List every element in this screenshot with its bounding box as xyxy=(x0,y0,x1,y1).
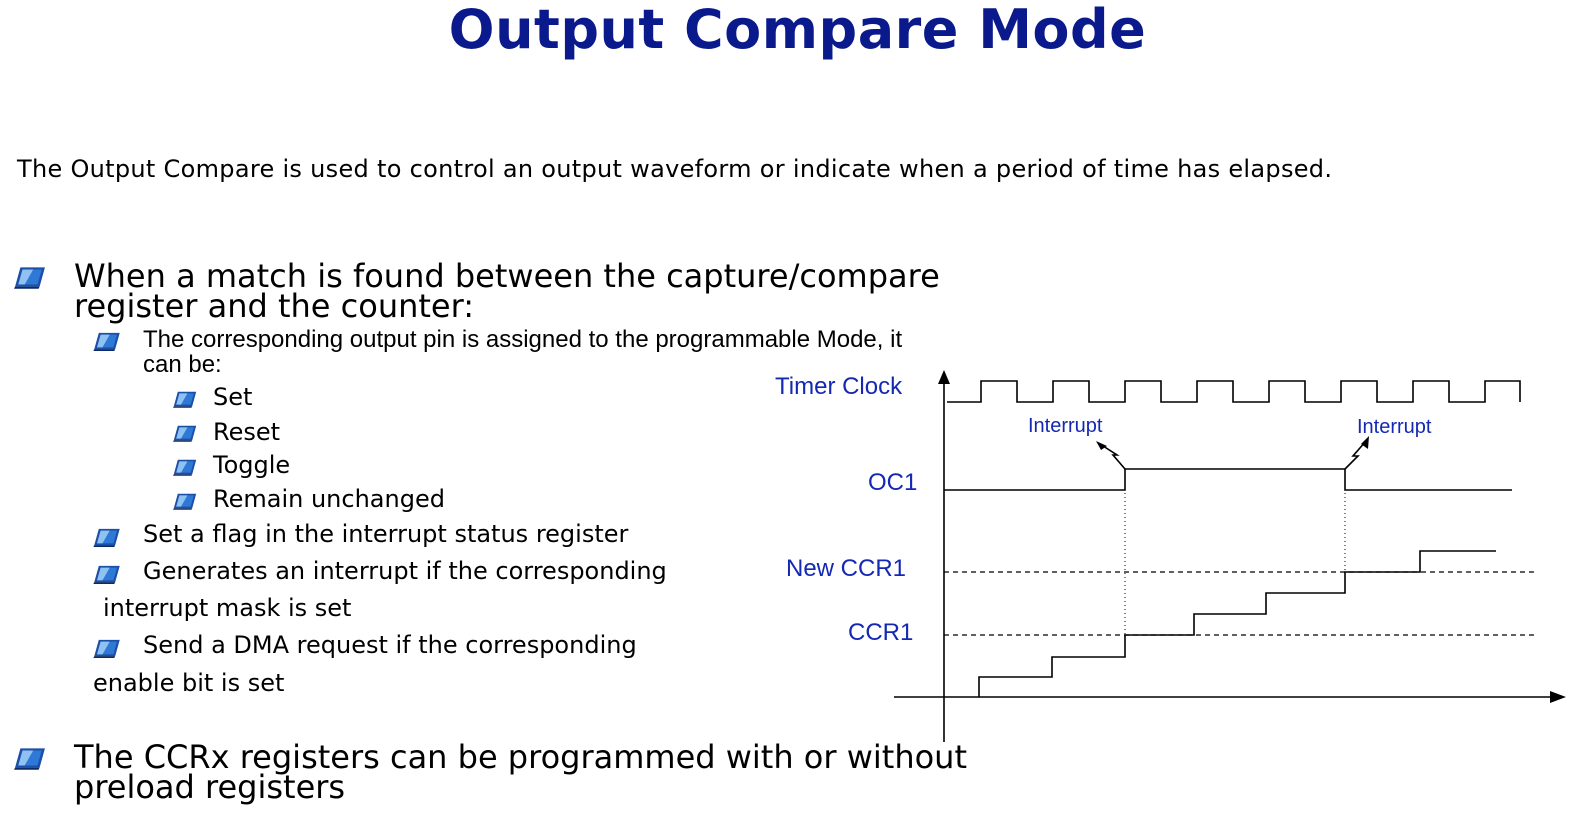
intro-text: The Output Compare is used to control an… xyxy=(17,155,1333,183)
bullet-interrupt-line1: Generates an interrupt if the correspond… xyxy=(143,557,667,585)
bullet-dma-line1: Send a DMA request if the corresponding xyxy=(143,631,637,659)
interrupt-arrow-icon xyxy=(1099,443,1126,470)
timer-clock-label: Timer Clock xyxy=(775,373,903,400)
bullet-ccrx-line1: The CCRx registers can be programmed wit… xyxy=(74,738,967,776)
folder-arrow-icon xyxy=(173,390,197,408)
interrupt-arrow-icon xyxy=(1344,440,1367,470)
folder-arrow-icon xyxy=(173,424,197,442)
interrupt-label-1: Interrupt xyxy=(1028,415,1103,437)
folder-arrow-icon xyxy=(173,458,197,476)
x-axis-arrow-icon xyxy=(1550,691,1566,703)
folder-arrow-icon xyxy=(173,492,197,510)
mode-reset: Reset xyxy=(213,418,281,446)
bullet-output-pin-line2: can be: xyxy=(143,351,222,378)
interrupt-arrowhead-icon xyxy=(1096,441,1107,450)
interrupt-arrowhead-icon xyxy=(1361,436,1369,449)
page-title: Output Compare Mode xyxy=(448,0,1147,61)
mode-remain-unchanged: Remain unchanged xyxy=(213,485,445,513)
bullet-set-flag: Set a flag in the interrupt status regis… xyxy=(143,520,629,548)
mode-toggle: Toggle xyxy=(213,451,291,479)
folder-arrow-icon xyxy=(93,527,121,547)
new-ccr1-label: New CCR1 xyxy=(786,555,906,582)
bullet-output-pin-line1: The corresponding output pin is assigned… xyxy=(143,326,903,353)
bullet-match-line2: register and the counter: xyxy=(74,287,474,325)
folder-arrow-icon xyxy=(93,638,121,658)
mode-set: Set xyxy=(213,383,253,411)
oc1-waveform xyxy=(944,468,1512,491)
bullet-interrupt-line2: interrupt mask is set xyxy=(103,594,352,622)
folder-arrow-icon xyxy=(93,331,121,351)
bullet-match-line1: When a match is found between the captur… xyxy=(74,257,940,295)
timing-diagram: Timer Clock OC1 New CCR1 CCR1 Interrupt … xyxy=(775,370,1566,742)
folder-arrow-icon xyxy=(93,564,121,584)
bullet-ccrx-line2: preload registers xyxy=(74,768,346,806)
counter-staircase xyxy=(978,550,1496,697)
y-axis-arrow-icon xyxy=(938,370,950,384)
folder-arrow-icon xyxy=(14,265,46,289)
ccr1-label: CCR1 xyxy=(848,619,913,646)
oc1-label: OC1 xyxy=(868,469,917,496)
timer-clock-waveform xyxy=(947,380,1521,403)
bullet-dma-line2: enable bit is set xyxy=(93,669,285,697)
folder-arrow-icon xyxy=(14,746,46,770)
interrupt-label-2: Interrupt xyxy=(1357,416,1432,438)
